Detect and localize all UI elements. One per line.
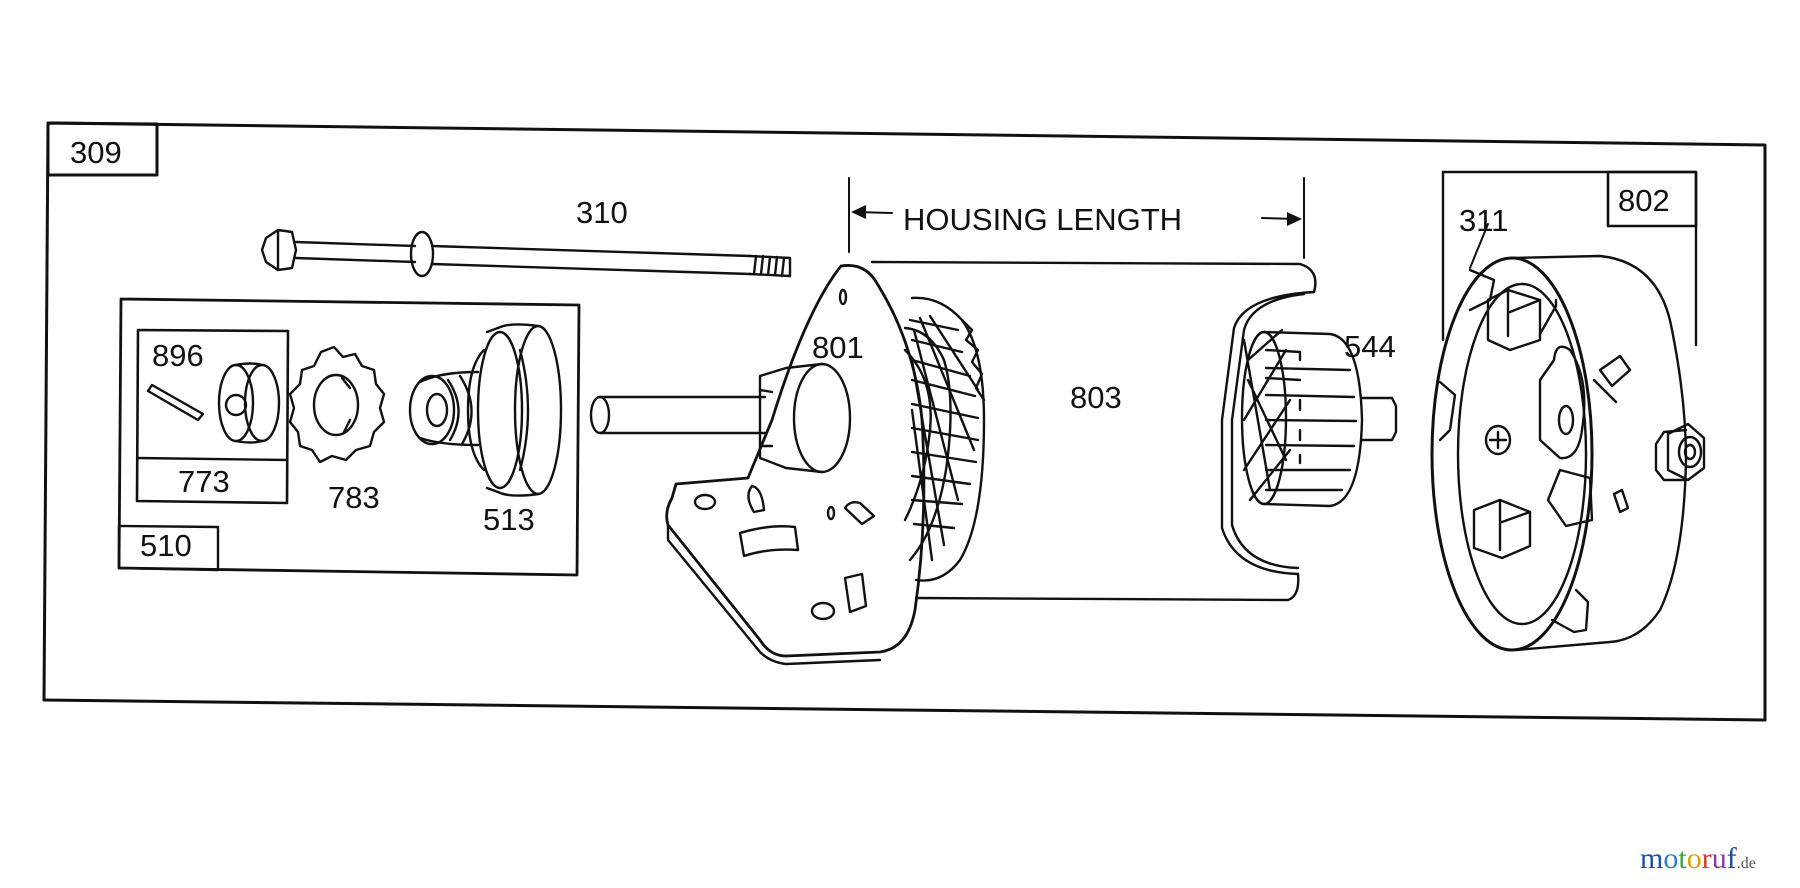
label-783: 783 bbox=[328, 480, 380, 515]
label-773: 773 bbox=[178, 464, 230, 499]
gear bbox=[288, 345, 386, 464]
pin-and-collar bbox=[146, 362, 281, 444]
label-801: 801 bbox=[812, 330, 864, 365]
housing bbox=[870, 260, 1317, 602]
label-housing-length: HOUSING LENGTH bbox=[903, 202, 1182, 237]
label-544: 544 bbox=[1344, 329, 1396, 364]
end-cap bbox=[1430, 170, 1706, 652]
watermark-letter-o: o bbox=[1663, 842, 1678, 875]
watermark-suffix: .de bbox=[1737, 855, 1756, 872]
watermark-letter-o2: o bbox=[1687, 842, 1702, 875]
watermark-letter-u: u bbox=[1712, 842, 1727, 875]
label-803: 803 bbox=[1070, 380, 1122, 415]
watermark-letter-m: m bbox=[1640, 842, 1663, 875]
watermark-letter-t: t bbox=[1678, 842, 1687, 875]
watermark: motoruf.de bbox=[1640, 842, 1756, 875]
label-510: 510 bbox=[140, 528, 192, 563]
subassembly-box bbox=[117, 297, 581, 577]
label-896: 896 bbox=[152, 338, 204, 373]
watermark-letter-f: f bbox=[1727, 842, 1737, 875]
label-513: 513 bbox=[483, 502, 535, 537]
label-802: 802 bbox=[1618, 183, 1670, 218]
windings bbox=[903, 296, 986, 582]
label-311: 311 bbox=[1459, 203, 1508, 238]
leader-brush bbox=[1469, 223, 1489, 269]
through-bolt bbox=[260, 228, 792, 278]
label-309: 309 bbox=[70, 135, 122, 170]
outer-frame bbox=[42, 121, 1767, 722]
watermark-letter-r: r bbox=[1702, 842, 1712, 875]
drive-shaft bbox=[589, 395, 767, 435]
mounting-flange bbox=[665, 264, 926, 666]
housing-length-dimension bbox=[848, 177, 1305, 259]
armature bbox=[1240, 328, 1398, 508]
label-310: 310 bbox=[576, 195, 628, 230]
drive-assembly bbox=[408, 323, 563, 497]
